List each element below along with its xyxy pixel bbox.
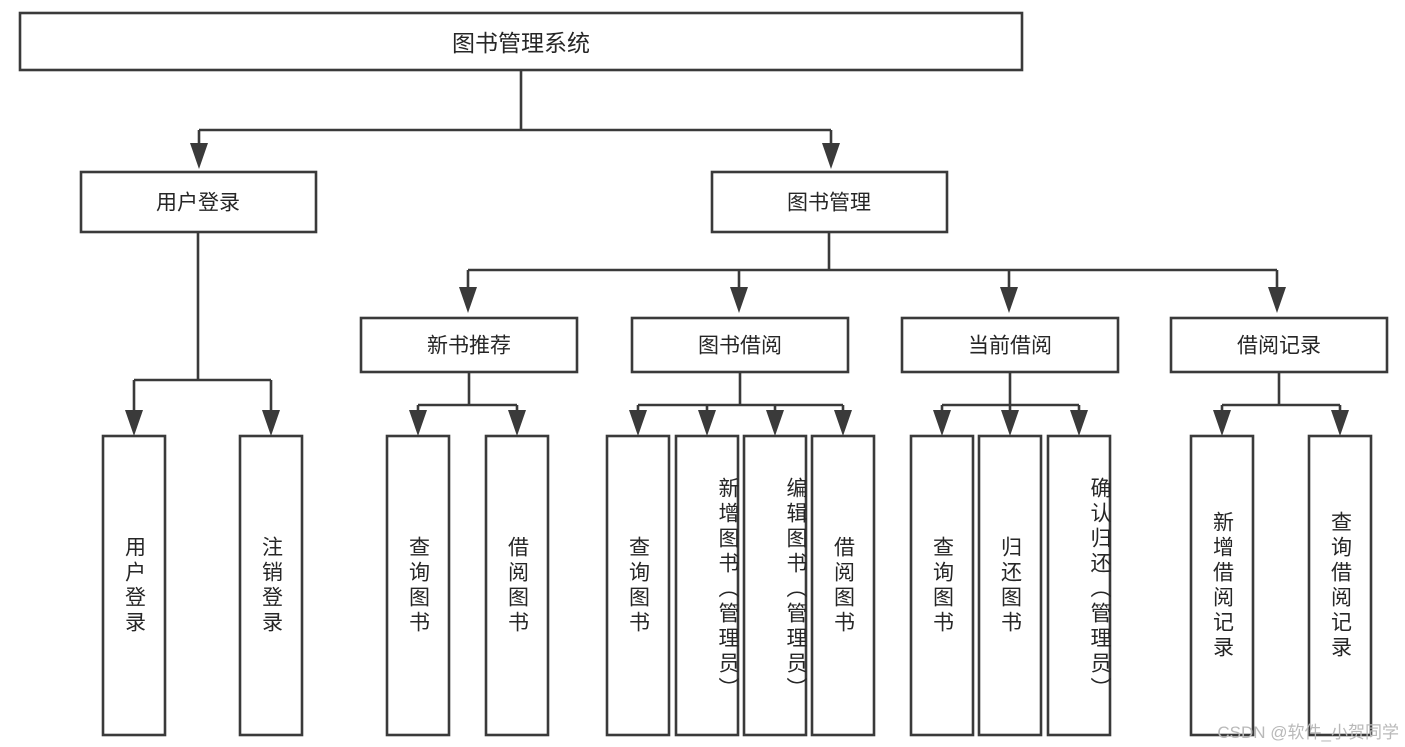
leaf-box-query-record[interactable] [1307,434,1373,737]
node-new-book-recommend-label: 新书推荐 [427,335,511,358]
node-new-book-recommend-box[interactable] [359,316,579,374]
arrowhead-to-leaf-add-record [1213,410,1231,436]
arrowhead-to-leaf-add-book [698,410,716,436]
leaf-box-borrow-book-1[interactable] [484,434,550,737]
connector-root-bus [197,70,833,146]
arrowhead-to-current-borrow [1000,287,1018,313]
node-book-borrow-label: 图书借阅 [698,335,782,358]
arrowhead-to-leaf-query-book-2 [629,410,647,436]
arrowhead-to-leaf-query-book-3 [933,410,951,436]
node-borrow-record-label: 借阅记录 [1237,335,1321,358]
connector-current-borrow-bus [940,372,1081,413]
arrowhead-to-leaf-user-login [125,410,143,436]
node-user-login-box[interactable] [79,170,318,234]
node-book-manage-label: 图书管理 [787,192,871,215]
arrowhead-to-borrow-record [1268,287,1286,313]
leaf-box-add-record[interactable] [1189,434,1255,737]
node-current-borrow-box[interactable] [900,316,1120,374]
connector-book-manage-bus [466,232,1279,290]
leaf-box-edit-book[interactable] [742,434,808,737]
leaf-box-query-book-1[interactable] [385,434,451,737]
leaf-box-query-book-3[interactable] [909,434,975,737]
arrowhead-to-leaf-borrow-book-2 [834,410,852,436]
arrowhead-to-leaf-confirm-return [1070,410,1088,436]
arrowhead-to-user-login [190,143,208,169]
leaf-box-user-logout[interactable] [238,434,304,737]
node-root-box[interactable] [18,11,1024,72]
arrowhead-to-leaf-user-logout [262,410,280,436]
node-user-login-label: 用户登录 [156,192,240,215]
arrowhead-to-leaf-query-book-1 [409,410,427,436]
leaf-box-query-book-2[interactable] [605,434,671,737]
arrowhead-to-new-book-recommend [459,287,477,313]
connector-borrow-record-bus [1220,372,1342,413]
leaf-box-return-book[interactable] [977,434,1043,737]
leaf-box-user-login[interactable] [101,434,167,737]
node-root-label: 图书管理系统 [452,30,590,56]
leaf-box-add-book[interactable] [674,434,740,737]
arrowhead-to-leaf-query-record [1331,410,1349,436]
node-current-borrow-label: 当前借阅 [968,335,1052,358]
arrowhead-to-leaf-edit-book [766,410,784,436]
arrowhead-to-leaf-borrow-book-1 [508,410,526,436]
connector-book-borrow-bus [636,372,845,413]
arrowhead-to-leaf-return-book [1001,410,1019,436]
leaf-box-borrow-book-2[interactable] [810,434,876,737]
connector-new-book-recommend-bus [416,372,519,413]
connector-user-login-bus [132,232,273,413]
arrowhead-to-book-manage [822,143,840,169]
leaf-box-confirm-return[interactable] [1046,434,1112,737]
arrowhead-to-book-borrow [730,287,748,313]
